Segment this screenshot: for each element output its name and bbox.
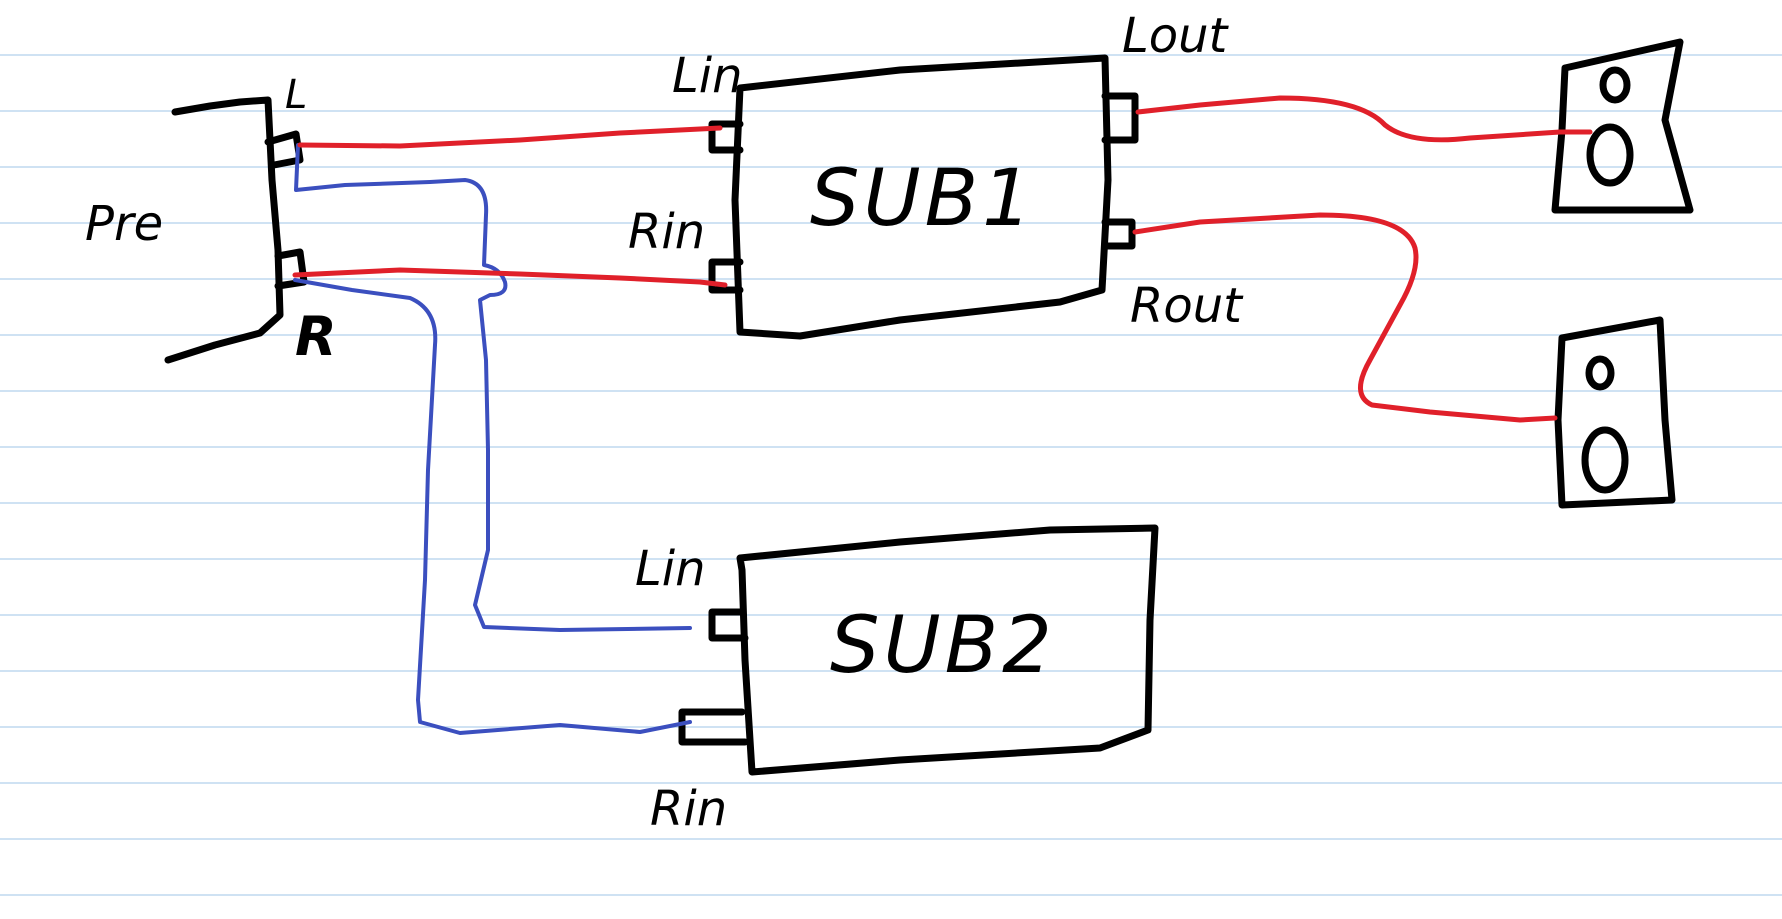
sub2-left-input-jack	[708, 608, 749, 642]
speaker-left-cabinet	[1551, 38, 1694, 214]
speaker-right-tweeter-icon	[1585, 355, 1615, 391]
sub1-rin-label: Rin	[628, 204, 705, 260]
sub1-left-input-jack	[708, 120, 744, 154]
sub2-outline	[736, 524, 1159, 776]
red-cable-preamp-left-to-sub1	[297, 125, 723, 149]
speaker-left-tweeter-icon	[1599, 66, 1631, 104]
speaker-right-woofer-icon	[1581, 426, 1629, 494]
sub1-title: SUB1	[810, 154, 1036, 244]
sub2-lin-label: Lin	[635, 541, 706, 597]
sub2-title: SUB2	[830, 601, 1056, 691]
preamp: Pre L R	[85, 72, 337, 368]
sub1-lin-label: Lin	[672, 48, 743, 104]
blue-cable-right	[293, 278, 692, 735]
red-cable-lout-to-left-speaker	[1135, 95, 1593, 143]
speaker-left-woofer-icon	[1586, 123, 1634, 187]
red-cable-rout-to-right-speaker	[1132, 212, 1558, 423]
sub2-rin-label: Rin	[650, 781, 727, 837]
sub1-lout-label: Lout	[1122, 8, 1230, 64]
preamp-left-label: L	[285, 72, 307, 118]
sub1-right-output-jack	[1101, 218, 1136, 250]
preamp-label: Pre	[85, 196, 163, 252]
sub1-left-output-jack	[1101, 92, 1139, 144]
sub2-box: SUB2 Lin Rin	[635, 524, 1159, 837]
preamp-right-label: R	[295, 305, 337, 368]
speaker-right-cabinet	[1554, 316, 1676, 509]
preamp-right-jack	[274, 248, 308, 290]
sub1-rout-label: Rout	[1130, 278, 1244, 334]
speaker-left	[1551, 38, 1694, 214]
preamp-outline	[164, 96, 284, 364]
red-cables	[292, 95, 1593, 423]
sub1-right-input-jack	[708, 258, 744, 294]
speaker-right	[1554, 316, 1676, 509]
sub2-right-input-jack	[678, 708, 749, 746]
sub1-box: SUB1 Lin Rin Lout Rout	[628, 8, 1244, 340]
red-cable-preamp-right-to-sub1	[292, 267, 728, 288]
